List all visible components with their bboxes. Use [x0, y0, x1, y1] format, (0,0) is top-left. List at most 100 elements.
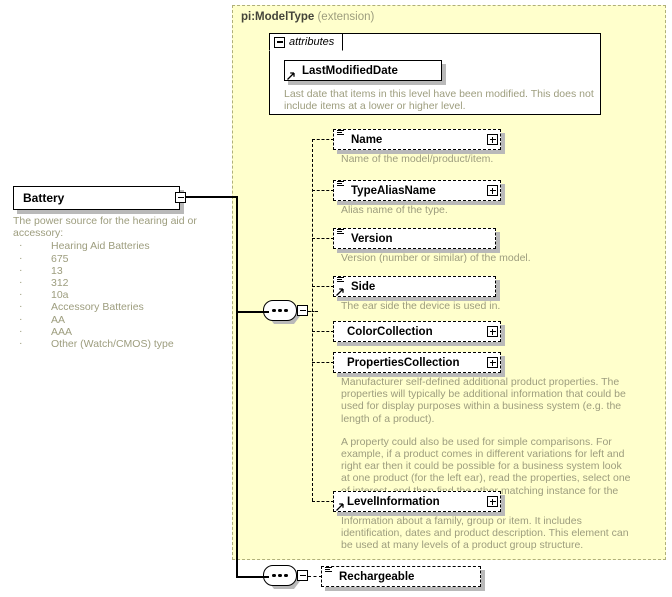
connector-to-levelinformation: [312, 501, 334, 502]
root-description-list: Hearing Aid Batteries 675 13 312 10a Acc…: [13, 239, 249, 350]
list-item: 675: [13, 252, 249, 265]
element-rechargeable[interactable]: Rechargeable: [321, 566, 485, 591]
element-expand-toggle[interactable]: [487, 134, 498, 145]
element-description: Alias name of the type.: [341, 204, 448, 216]
element-label: ColorCollection: [347, 325, 433, 338]
extension-type-name: pi:ModelType: [241, 11, 315, 23]
element-propertiescollection[interactable]: PropertiesCollection: [333, 352, 505, 377]
element-expand-toggle[interactable]: [487, 357, 498, 368]
element-description: Name of the model/product/item.: [341, 153, 494, 165]
extension-type-title: pi:ModelType (extension): [241, 11, 374, 23]
connector-to-typealiasname: [312, 190, 334, 191]
connector-to-name: [312, 139, 334, 140]
root-element-label: Battery: [23, 191, 65, 205]
node-face: LevelInformation: [333, 491, 501, 512]
collapse-icon[interactable]: [274, 36, 285, 48]
collapse-icon: [175, 192, 186, 203]
element-expand-toggle[interactable]: [487, 326, 498, 337]
element-description: The ear side the device is used in.: [341, 300, 501, 312]
type-reference-arrow-icon: [336, 503, 344, 511]
element-levelinformation[interactable]: LevelInformation: [333, 491, 505, 516]
connector-frame-to-sequence-top: [236, 311, 265, 313]
node-face: Battery: [13, 186, 180, 210]
element-lines-icon: [337, 229, 344, 236]
collapse-icon: [297, 570, 308, 581]
connector-to-sequence-bottom: [236, 576, 265, 578]
element-label: TypeAliasName: [351, 184, 436, 197]
element-lines-icon: [337, 277, 344, 284]
element-label: Name: [351, 133, 383, 146]
connector-to-side: [312, 286, 334, 287]
sequence-dot: [284, 573, 288, 578]
sequence-compositor-bottom[interactable]: [262, 565, 303, 589]
compositor-stub-left: [262, 576, 269, 578]
attribute-description: Last date that items in this level have …: [284, 88, 594, 113]
attributes-tab[interactable]: attributes: [269, 33, 343, 51]
connector-sequence-bottom-to-node: [308, 576, 322, 577]
root-description-lead: The power source for the hearing aid or …: [13, 215, 197, 240]
element-description: Version (number or similar) of the model…: [341, 252, 531, 264]
element-side[interactable]: Side: [333, 276, 500, 301]
attribute-label: LastModifiedDate: [302, 64, 398, 77]
node-face: ColorCollection: [333, 321, 501, 342]
connector-to-version: [312, 238, 334, 239]
root-element-description: The power source for the hearing aid or …: [13, 215, 249, 350]
element-label: Rechargeable: [339, 570, 415, 583]
connector-to-propertiescollection: [312, 362, 334, 363]
root-element-battery[interactable]: Battery: [13, 186, 186, 214]
element-description: Information about a family, group or ite…: [341, 515, 629, 552]
expand-icon: [487, 496, 498, 507]
type-reference-arrow-icon: [336, 288, 344, 296]
node-face: PropertiesCollection: [333, 352, 501, 373]
element-name[interactable]: Name: [333, 129, 505, 154]
connector-sequence-to-spine: [308, 311, 318, 312]
node-face: Version: [333, 228, 496, 249]
sequence-dot: [272, 573, 276, 578]
sequence-icon: [263, 300, 297, 321]
element-label: LevelInformation: [347, 495, 440, 508]
element-label: PropertiesCollection: [347, 356, 460, 369]
extension-qualifier: (extension): [317, 11, 375, 23]
connector-vertical-to-bottom: [236, 311, 238, 576]
element-version[interactable]: Version: [333, 228, 500, 253]
sequence-dot: [272, 308, 276, 313]
sequence-icon: [263, 565, 297, 586]
expand-icon: [487, 185, 498, 196]
element-typealiasname[interactable]: TypeAliasName: [333, 180, 505, 205]
element-expand-toggle[interactable]: [487, 185, 498, 196]
connector-to-colorcollection: [312, 331, 334, 332]
type-reference-arrow-icon: [287, 72, 295, 80]
node-face: TypeAliasName: [333, 180, 501, 201]
list-item: Accessory Batteries: [13, 300, 249, 313]
element-lines-icon: [337, 181, 344, 188]
attribute-lastmodifieddate[interactable]: LastModifiedDate: [284, 60, 446, 85]
node-face: Side: [333, 276, 496, 297]
description-paragraph: Manufacturer self-defined additional pro…: [341, 376, 626, 425]
element-lines-icon: [325, 567, 332, 574]
list-item: Hearing Aid Batteries: [13, 239, 249, 252]
sequence-dot: [284, 308, 288, 313]
connector-vertical-main: [236, 196, 238, 312]
connector-spine-elements: [312, 139, 313, 501]
element-colorcollection[interactable]: ColorCollection: [333, 321, 505, 346]
collapse-icon: [297, 305, 308, 316]
sequence-dot: [278, 308, 282, 313]
node-face: Name: [333, 129, 501, 150]
battery-collapse-toggle[interactable]: [175, 192, 186, 203]
compositor-stub-left: [262, 311, 269, 313]
element-label: Side: [351, 280, 376, 293]
list-item: AAA: [13, 325, 249, 338]
element-lines-icon: [337, 130, 344, 137]
list-item: 312: [13, 276, 249, 289]
sequence-top-toggle[interactable]: [297, 305, 308, 316]
element-description: Manufacturer self-defined additional pro…: [341, 376, 633, 509]
attributes-label: attributes: [289, 36, 335, 48]
element-expand-toggle[interactable]: [487, 496, 498, 507]
expand-icon: [487, 134, 498, 145]
sequence-compositor-top[interactable]: [262, 300, 303, 324]
connector-battery-to-frame: [186, 196, 236, 198]
sequence-dot: [278, 573, 282, 578]
list-item: 13: [13, 264, 249, 277]
node-face: LastModifiedDate: [284, 60, 442, 81]
sequence-bottom-toggle[interactable]: [297, 570, 308, 581]
